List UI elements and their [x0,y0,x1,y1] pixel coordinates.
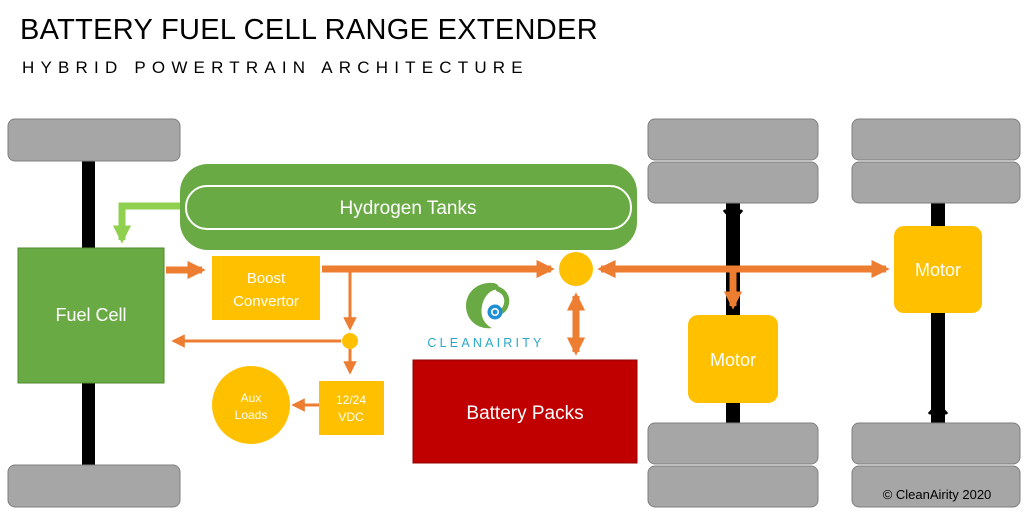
middle-left-wheel-inner [647,161,819,204]
aux-loads-label-2: Loads [235,408,268,422]
aux-loads-node [212,366,290,444]
boost-convertor-label-2: Convertor [233,293,299,310]
middle-right-wheel-inner [647,422,819,465]
diagram-title: BATTERY FUEL CELL RANGE EXTENDER [20,14,598,46]
rear-motor-block [894,226,982,313]
diagram-subtitle: HYBRID POWERTRAIN ARCHITECTURE [22,58,529,77]
hydrogen-tanks-label: Hydrogen Tanks [340,198,477,219]
battery-packs-block [412,359,638,464]
battery-packs-label: Battery Packs [466,403,583,424]
middle-motor-block [688,315,778,403]
main-junction-node [559,252,593,286]
rear-left-wheel-inner [851,161,1021,204]
fuel-cell-block [17,247,165,384]
rear-left-wheel-outer [851,118,1021,161]
dc-converter-label-1: 12/24 [336,393,366,407]
middle-right-wheel-outer [647,465,819,508]
middle-differential-top [722,209,744,218]
rear-right-wheel-inner [851,422,1021,465]
boost-convertor-label-1: Boost [247,270,286,287]
front-right-wheel [7,464,181,508]
rear-motor-label: Motor [915,260,961,280]
copyright-text: © CleanAirity 2020 [883,487,992,502]
fuel-cell-label: Fuel Cell [55,305,126,325]
cleanairity-logo-text: CLEANAIRITY [427,336,544,350]
rear-differential-bottom [927,406,949,415]
middle-motor-label: Motor [710,350,756,370]
hydrogen-tanks [180,164,637,250]
front-left-wheel [7,118,181,162]
boost-convertor-block [212,256,320,320]
dc-converter-block [319,381,384,435]
hydrogen-feed-arrow [112,202,180,244]
dc-converter-label-2: VDC [338,410,364,424]
middle-left-wheel-outer [647,118,819,161]
cleanairity-logo-mark [466,282,510,329]
aux-loads-label-1: Aux [241,391,262,405]
aux-junction-node [342,333,358,349]
rear-right-wheel-outer [851,465,1021,508]
